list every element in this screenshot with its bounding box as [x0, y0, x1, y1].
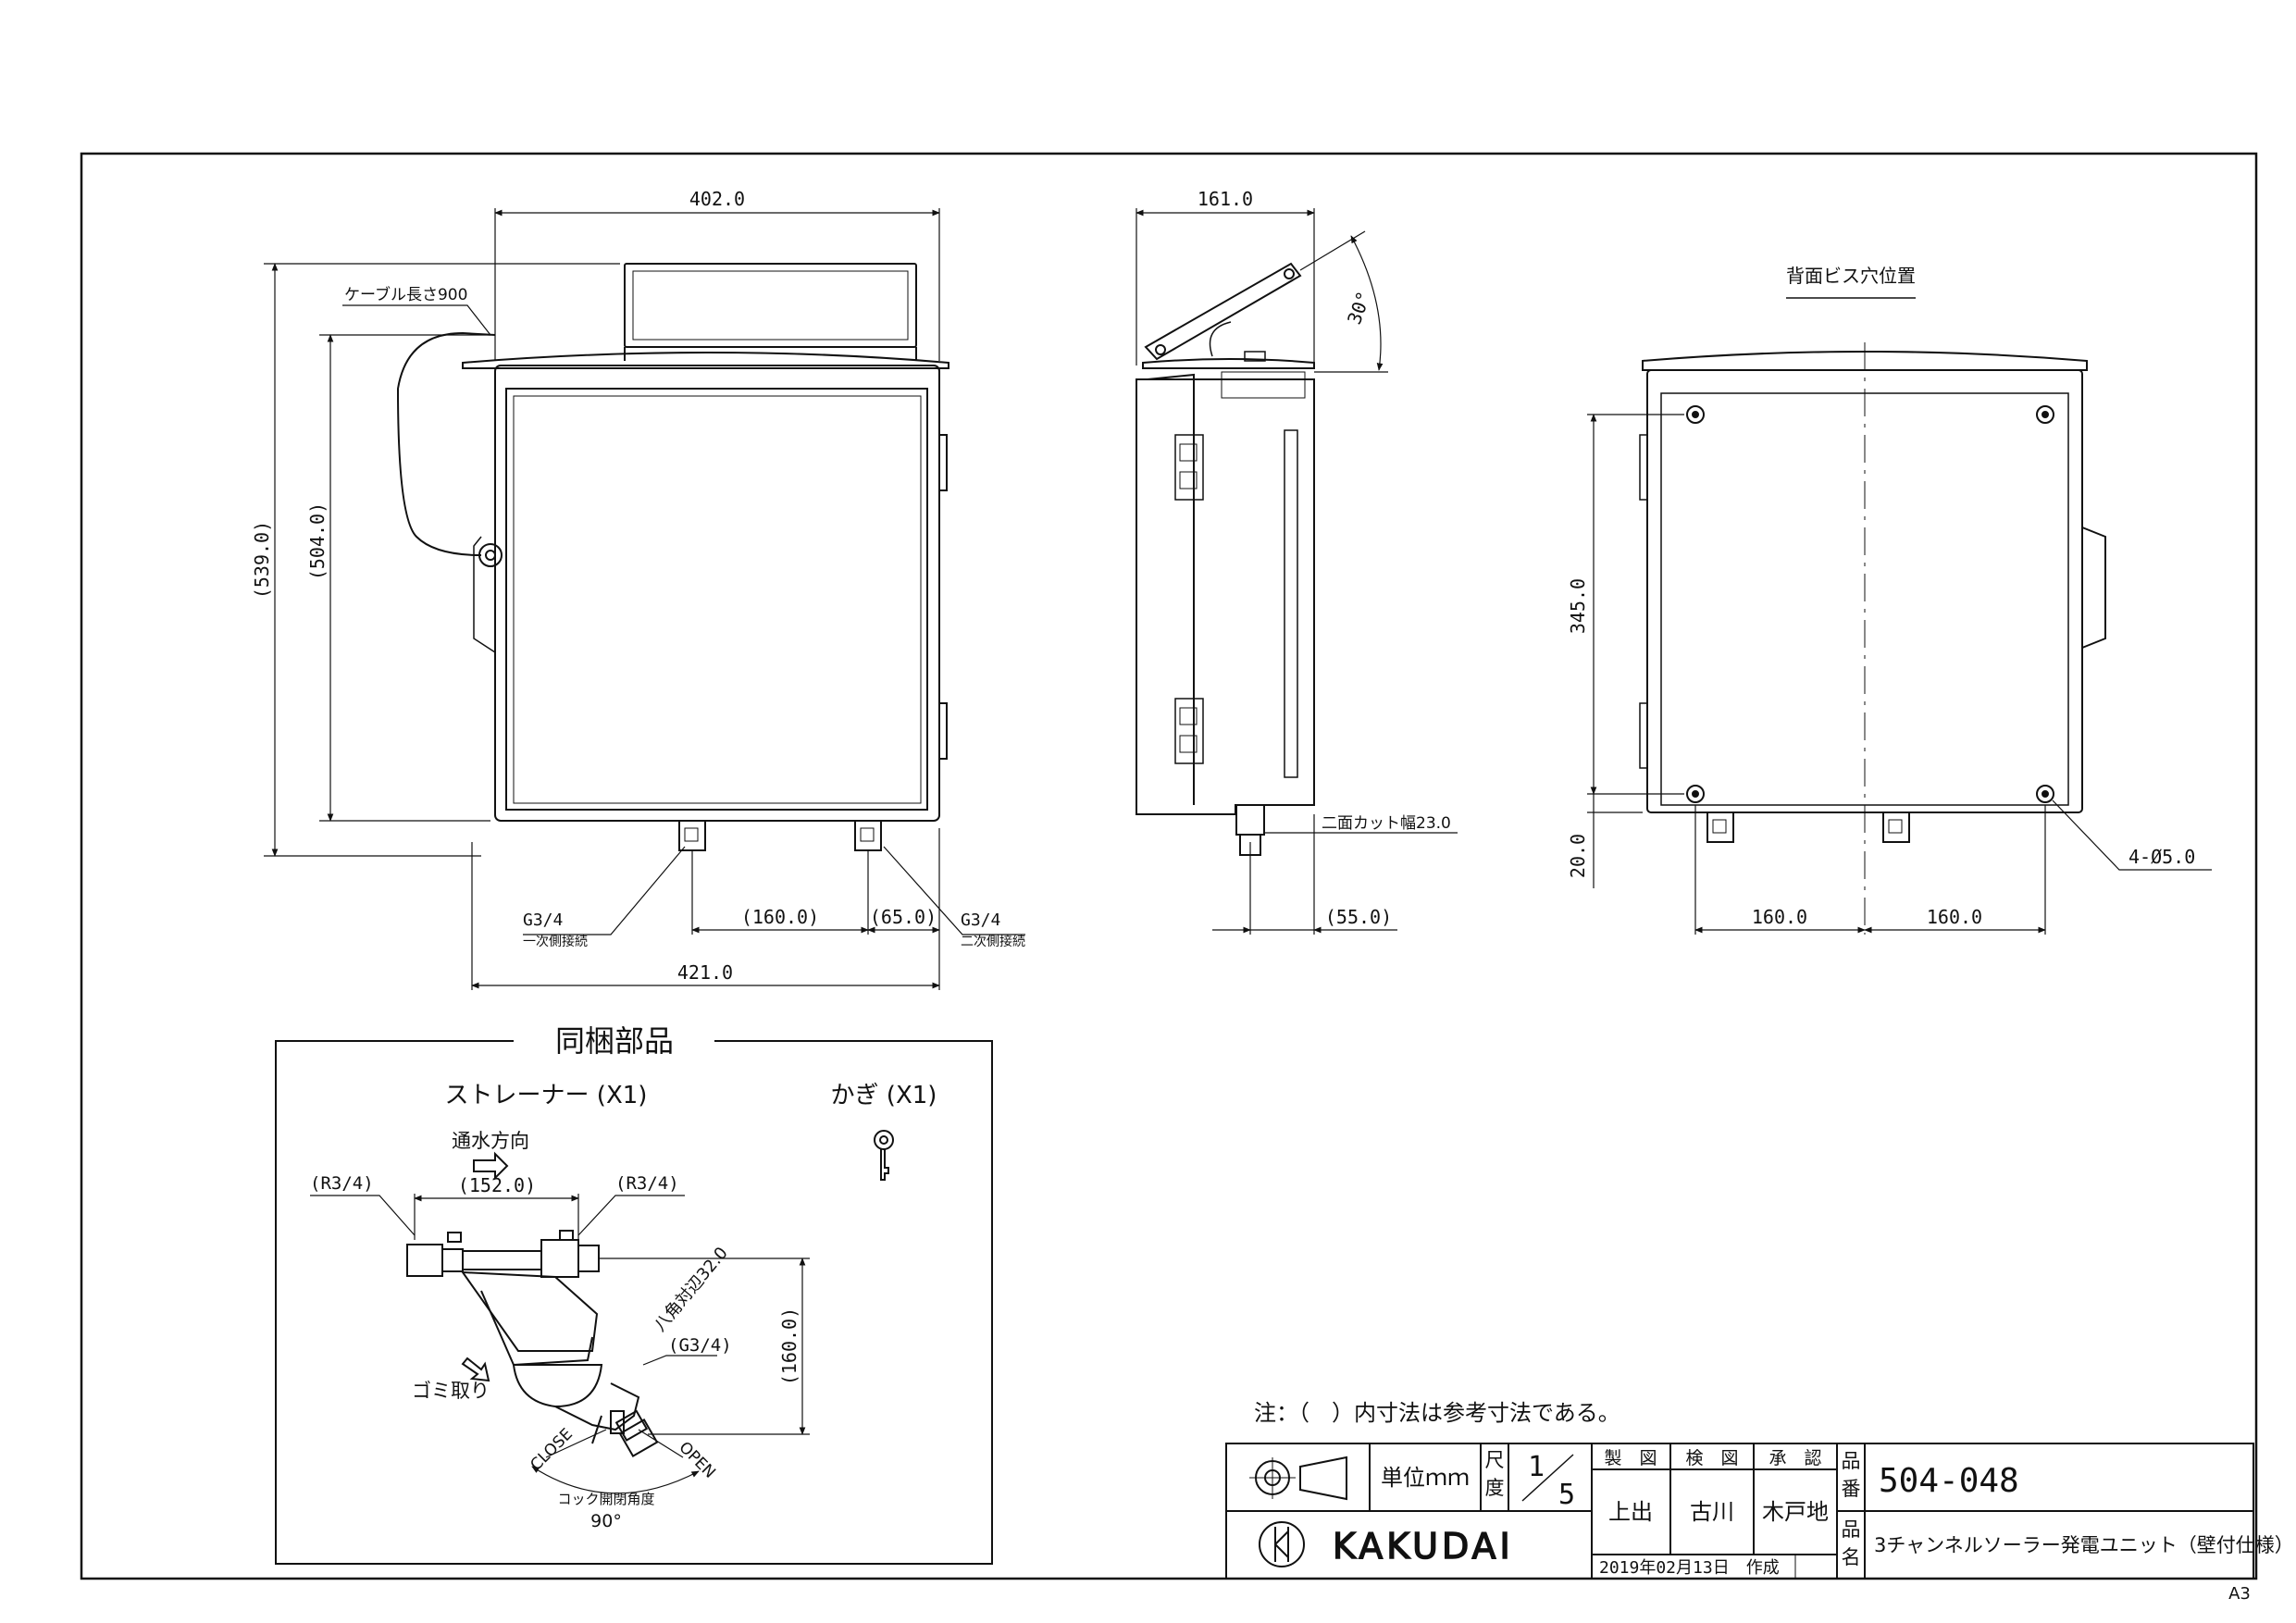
inlet-fitting [678, 820, 706, 851]
dim-width-top: 402.0 [689, 188, 745, 210]
scale-label-1: 尺 [1485, 1449, 1505, 1471]
approved-by: 木戸地 [1762, 1499, 1829, 1525]
dim-body-height: (504.0) [306, 502, 329, 580]
front-dim-labels: 402.0 ケーブル長さ900 (539.0) (504.0) G3/4 一次側… [251, 188, 1025, 984]
sheet-size-label: A3 [2228, 1584, 2251, 1604]
company-logo [1259, 1521, 1305, 1567]
debris-label: ゴミ取り [412, 1380, 490, 1402]
projection-symbol-icon [1249, 1456, 1347, 1501]
made-label: 製 図 [1604, 1448, 1657, 1468]
checked-label: 検 図 [1685, 1448, 1738, 1468]
strainer-dimensions [310, 1194, 810, 1494]
part-no-label-1: 品 [1842, 1450, 1861, 1472]
dim-pipe-offset: (55.0) [1325, 906, 1392, 928]
drawing-date: 2019年02月13日 作成 [1599, 1558, 1780, 1578]
strainer-cap [512, 1364, 603, 1408]
product-name: 3チャンネルソーラー発電ユニット（壁付仕様） [1874, 1534, 2294, 1556]
open-label: OPEN [675, 1438, 718, 1481]
cable [396, 331, 496, 556]
front-view [396, 263, 949, 851]
unit-label: 単位ｍｍ [1381, 1465, 1470, 1491]
dim-strainer-height: (160.0) [778, 1307, 800, 1385]
dim-spacing-right: 160.0 [1927, 906, 1982, 928]
part-number: 504-048 [1879, 1462, 2019, 1500]
dim-tilt-angle: 30° [1343, 289, 1375, 328]
strainer-label: ストレーナー (X1) [445, 1082, 648, 1109]
outlet-label: 二次側接続 [961, 934, 1025, 949]
dim-bottom-offset: 20.0 [1567, 834, 1589, 878]
close-label: CLOSE [527, 1425, 576, 1474]
scale-numerator: 1 [1528, 1451, 1545, 1483]
dim-hole-height: 345.0 [1567, 578, 1589, 634]
cock-angle-label: コック開閉角度 [557, 1491, 654, 1507]
tilted-panel [1144, 262, 1302, 361]
front-dimensions [264, 208, 1025, 990]
dim-pitch: (160.0) [741, 906, 819, 928]
name-label-1: 品 [1842, 1518, 1861, 1541]
cabinet-roof [462, 352, 949, 369]
dim-offset: (65.0) [870, 906, 937, 928]
hex-spec-label: 八角対辺32.0 [651, 1244, 732, 1335]
dim-depth: 161.0 [1198, 188, 1253, 210]
scale-denominator: 5 [1558, 1479, 1575, 1511]
cabinet-body [494, 365, 940, 822]
parts-box-title: 同梱部品 [555, 1023, 674, 1059]
thread-left-label: (R3/4) [310, 1173, 374, 1194]
flow-arrow-icon [473, 1151, 509, 1181]
hole-spec-label: 4-Ø5.0 [2128, 846, 2195, 868]
rear-dimensions [1587, 414, 2212, 935]
cock-angle: 90° [590, 1511, 622, 1531]
side-view [1136, 262, 1315, 856]
cabinet-door [505, 388, 928, 811]
note-text: 注：（ ）内寸法は参考寸法である。 [1254, 1400, 1620, 1426]
scale-label-2: 度 [1485, 1477, 1505, 1499]
parts-box: 同梱部品 ストレーナー (X1) かぎ (X1) 通水方向 [275, 1023, 993, 1565]
outlet-fitting [854, 820, 882, 851]
approved-label: 承 認 [1769, 1448, 1821, 1468]
title-block: 単位ｍｍ 尺 度 1 5 製 図 検 図 承 認 上出 古川 木戸地 品 番 5… [1225, 1443, 2294, 1580]
key-icon [874, 1130, 894, 1181]
strainer-drawing [406, 1230, 659, 1457]
part-no-label-2: 番 [1842, 1478, 1861, 1500]
rear-dim-labels: 345.0 20.0 4-Ø5.0 160.0 160.0 [1567, 578, 2195, 928]
dim-strainer-length: (152.0) [458, 1174, 536, 1196]
rear-roof [1642, 351, 2088, 371]
rear-view: 背面ビス穴位置 [1639, 265, 2106, 935]
outlet-thread-label-box: (G3/4) [668, 1335, 732, 1356]
dim-overall-width: 421.0 [677, 961, 733, 984]
side-dim-labels: 161.0 30° 二面カット幅23.0 (55.0) [1198, 188, 1451, 928]
dim-overall-height: (539.0) [251, 521, 273, 599]
side-dimensions [1136, 208, 1458, 935]
outlet-thread-label: G3/4 [961, 911, 1000, 930]
company-name: KAKUDAI [1333, 1526, 1514, 1567]
side-body [1136, 378, 1315, 815]
inlet-thread-label: G3/4 [523, 911, 563, 930]
hex-width-label: 二面カット幅23.0 [1322, 814, 1451, 833]
inlet-label: 一次側接続 [523, 934, 588, 949]
key-label: かぎ (X1) [831, 1082, 937, 1109]
thread-right-label: (R3/4) [615, 1173, 679, 1194]
made-by: 上出 [1608, 1499, 1653, 1525]
checked-by: 古川 [1690, 1499, 1734, 1525]
rear-view-title: 背面ビス穴位置 [1786, 265, 1916, 287]
sheet-border [80, 152, 2258, 1580]
cable-length-label: ケーブル長さ900 [344, 285, 467, 304]
flow-direction-label: 通水方向 [452, 1130, 529, 1152]
name-label-2: 名 [1842, 1546, 1861, 1568]
screw-holes [1686, 405, 2054, 803]
solar-panel [624, 263, 917, 348]
debris-arrow-icon [461, 1357, 490, 1382]
dim-spacing-left: 160.0 [1752, 906, 1807, 928]
lock-icon [478, 543, 503, 567]
